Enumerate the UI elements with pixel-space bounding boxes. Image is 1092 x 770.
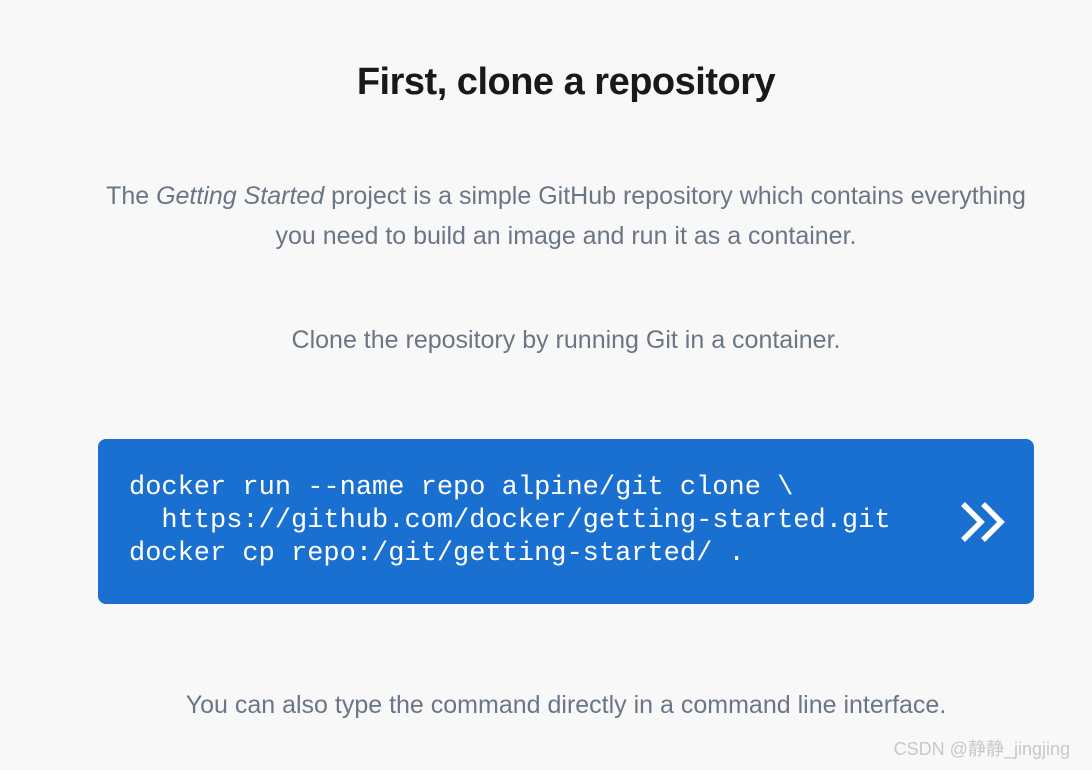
code-line: docker run --name repo alpine/git clone …: [129, 473, 794, 503]
tutorial-content: First, clone a repository The Getting St…: [40, 0, 1092, 725]
intro-suffix: project is a simple GitHub repository wh…: [275, 182, 1026, 250]
note-text: You can also type the command directly i…: [185, 691, 947, 719]
instruction-text: Clone the repository by running Git in a…: [291, 326, 841, 354]
code-block[interactable]: docker run --name repo alpine/git clone …: [98, 439, 1034, 604]
intro-italic-project-name: Getting Started: [156, 182, 325, 210]
code-line: https://github.com/docker/getting-starte…: [129, 506, 891, 536]
watermark: CSDN @静静_jingjing: [893, 739, 1070, 759]
page-title: First, clone a repository: [356, 61, 776, 103]
intro-text: The Getting Started project is a simple …: [86, 176, 1046, 256]
double-chevron-right-icon[interactable]: [956, 500, 1008, 544]
intro-prefix: The: [106, 182, 157, 210]
code-line: docker cp repo:/git/getting-started/ .: [129, 539, 745, 569]
